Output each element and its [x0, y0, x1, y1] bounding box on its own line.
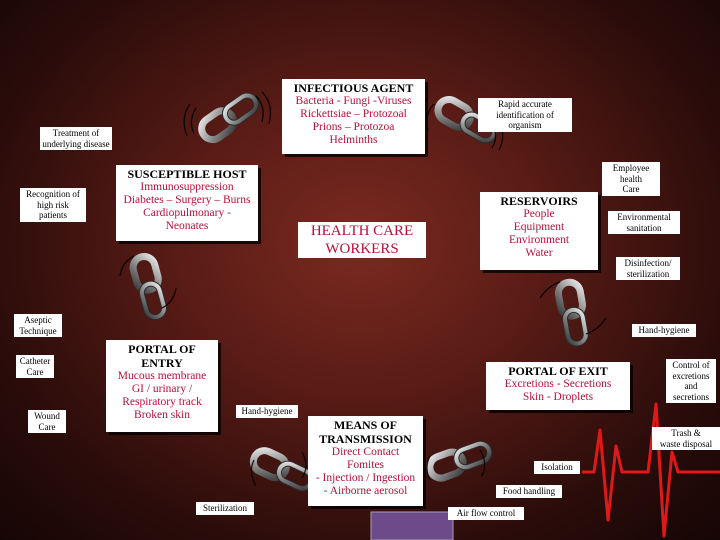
chain-link-top-left: [198, 92, 260, 144]
ecg-waveform-icon: [582, 402, 720, 538]
note-air-flow: Air flow control: [448, 507, 524, 520]
portal-of-entry-body: Mucous membrane GI / urinary / Respirato…: [117, 370, 207, 421]
infectious-agent-body: Bacteria - Fungi -Viruses Rickettsiae – …: [295, 95, 412, 146]
portal-of-exit-box: PORTAL OF EXIT Excretions - Secretions S…: [486, 362, 630, 410]
portal-of-exit-body: Excretions - Secretions Skin - Droplets: [504, 378, 612, 403]
note-trash-waste: Trash & waste disposal: [652, 427, 720, 450]
note-recognition: Recognition of high risk patients: [20, 188, 86, 222]
susceptible-host-title: SUSCEPTIBLE HOST: [127, 167, 247, 181]
note-hand-hygiene-right: Hand-hygiene: [632, 324, 696, 337]
bottom-bar: [370, 511, 454, 540]
chain-link-bottom-right: [426, 440, 493, 482]
note-isolation: Isolation: [534, 461, 580, 474]
note-hand-hygiene-left: Hand-hygiene: [236, 405, 298, 418]
chain-link-right: [554, 278, 589, 347]
infectious-agent-box: INFECTIOUS AGENT Bacteria - Fungi -Virus…: [282, 79, 425, 154]
susceptible-host-body: Immunosuppression Diabetes – Surgery – B…: [123, 181, 251, 232]
note-wound-care: Wound Care: [28, 410, 66, 433]
reservoirs-title: RESERVOIRS: [500, 194, 578, 208]
portal-of-entry-box: PORTAL OF ENTRY Mucous membrane GI / uri…: [106, 340, 218, 432]
portal-of-exit-title: PORTAL OF EXIT: [508, 364, 608, 378]
infectious-agent-title: INFECTIOUS AGENT: [293, 81, 414, 95]
note-catheter-care: Catheter Care: [16, 355, 54, 378]
reservoirs-body: People Equipment Environment Water: [508, 208, 570, 259]
note-rapid-identification: Rapid accurate identification of organis…: [478, 98, 572, 132]
note-employee-health: Employee health Care: [602, 162, 660, 196]
note-aseptic-technique: Aseptic Technique: [14, 314, 62, 337]
note-environmental-sanitation: Environmental sanitation: [608, 211, 680, 234]
means-of-transmission-box: MEANS OF TRANSMISSION Direct Contact Fom…: [308, 416, 423, 506]
means-of-transmission-body: Direct Contact Fomites - Injection / Ing…: [315, 446, 416, 497]
note-food-handling: Food handling: [496, 485, 562, 498]
susceptible-host-box: SUSCEPTIBLE HOST Immunosuppression Diabe…: [116, 165, 258, 241]
note-disinfection: Disinfection/ sterilization: [616, 257, 680, 280]
reservoirs-box: RESERVOIRS People Equipment Environment …: [480, 192, 598, 270]
portal-of-entry-title: PORTAL OF ENTRY: [128, 342, 196, 370]
note-treatment: Treatment of underlying disease: [40, 127, 112, 150]
chain-link-left: [129, 253, 167, 321]
health-care-workers-label: HEALTH CARE WORKERS: [298, 222, 426, 258]
means-of-transmission-title: MEANS OF TRANSMISSION: [319, 418, 412, 446]
note-control-excretions: Control of excretions and secretions: [666, 359, 716, 403]
note-sterilization: Sterilization: [196, 502, 254, 515]
motion-lines: [119, 91, 607, 487]
